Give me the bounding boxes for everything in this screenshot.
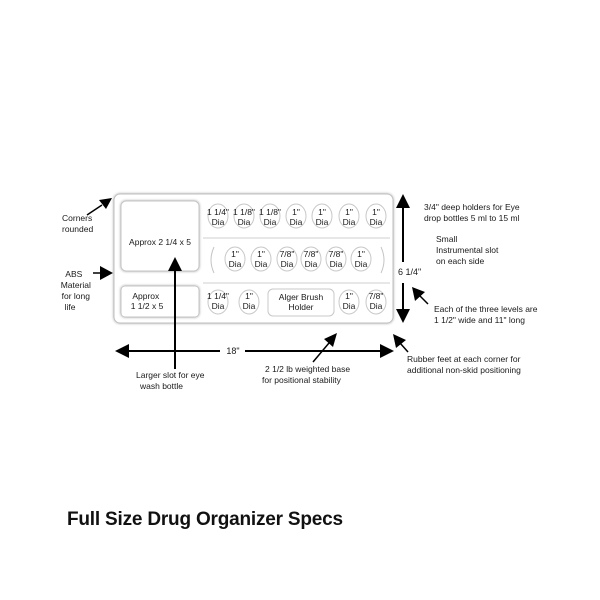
instrumental-slot-right <box>380 246 385 274</box>
holder-label: 1"Dia <box>343 291 356 311</box>
holder <box>285 203 307 229</box>
holder <box>325 246 347 272</box>
holder-label: 1"Dia <box>370 207 383 227</box>
width-arrowhead-left <box>115 344 129 358</box>
height-arrowhead-down <box>396 309 410 323</box>
callout-levels: Each of the three levels are 1 1/2" wide… <box>434 304 540 325</box>
holder-label: 1"Dia <box>355 249 368 269</box>
row1-holders: 1 1/4"Dia 1 1/8"Dia 1 1/8"Dia 1"Dia 1"Di… <box>207 203 387 229</box>
holder-label: 1 1/8"Dia <box>259 207 281 227</box>
holder <box>250 246 272 272</box>
corners-arrowhead <box>99 198 112 209</box>
holder-label: 1"Dia <box>343 207 356 227</box>
levels-arrow-line <box>419 295 429 305</box>
holder <box>238 289 260 315</box>
large-slot-bottom-label: Approx 1 1/2 x 5 <box>131 291 164 311</box>
holder <box>300 246 322 272</box>
holder <box>233 203 255 229</box>
holder-label: 1"Dia <box>243 291 256 311</box>
holder-label: 1"Dia <box>316 207 329 227</box>
instrumental-slot-left <box>210 246 215 274</box>
callout-instrumental: Small Instrumental slot on each side <box>436 234 501 266</box>
base-arrow-line <box>312 342 330 363</box>
holder <box>365 289 387 315</box>
holder-label: 7/8"Dia <box>329 249 344 269</box>
holder-label: 1 1/8"Dia <box>233 207 255 227</box>
holder <box>224 246 246 272</box>
row2-holders: 1"Dia 1"Dia 7/8"Dia 7/8"Dia 7/8"Dia 1"Di… <box>224 246 372 272</box>
callout-base: 2 1/2 lb weighted base for positional st… <box>262 364 352 385</box>
holder <box>338 203 360 229</box>
holder-label: 7/8"Dia <box>369 291 384 311</box>
large-slot-top <box>120 200 200 272</box>
holder <box>311 203 333 229</box>
callout-corners: Corners rounded <box>62 213 95 234</box>
height-label: 6 1/4" <box>398 267 421 277</box>
holder-label: 1"Dia <box>229 249 242 269</box>
holder <box>207 289 229 315</box>
holder <box>276 246 298 272</box>
holder-label: 1 1/4"Dia <box>207 291 229 311</box>
callout-eye-drop: 3/4" deep holders for Eye drop bottles 5… <box>424 202 522 223</box>
corners-arrow-line <box>86 204 103 216</box>
holder-label: 1"Dia <box>290 207 303 227</box>
holder <box>365 203 387 229</box>
large-slot-top-label: Approx 2 1/4 x 5 <box>129 237 191 247</box>
holder <box>207 203 229 229</box>
callout-rubber: Rubber feet at each corner for additiona… <box>407 354 523 375</box>
height-dimension: 6 1/4" <box>396 194 421 323</box>
height-arrowhead-up <box>396 194 410 208</box>
large-slot-bottom <box>120 285 200 318</box>
levels-arrowhead <box>412 287 425 301</box>
callout-eyewash: Larger slot for eye wash bottle <box>136 370 207 391</box>
holder-label: 1 1/4"Dia <box>207 207 229 227</box>
width-arrowhead-right <box>380 344 394 358</box>
holder <box>338 289 360 315</box>
abs-arrowhead <box>100 266 113 280</box>
brush-holder-slot <box>267 288 335 317</box>
holder-label: 7/8"Dia <box>280 249 295 269</box>
holder <box>259 203 281 229</box>
rubber-arrowhead <box>393 334 406 348</box>
holder-label: 7/8"Dia <box>304 249 319 269</box>
width-label: 18" <box>226 346 239 356</box>
holder-label: 1"Dia <box>255 249 268 269</box>
width-dimension: 18" <box>115 344 394 358</box>
holder <box>350 246 372 272</box>
base-arrowhead <box>324 333 337 347</box>
rubber-arrow-line <box>399 342 409 353</box>
eyewash-arrowhead <box>168 257 182 271</box>
page-title: Full Size Drug Organizer Specs <box>67 509 343 530</box>
callout-abs: ABS Material for long life <box>61 269 94 312</box>
